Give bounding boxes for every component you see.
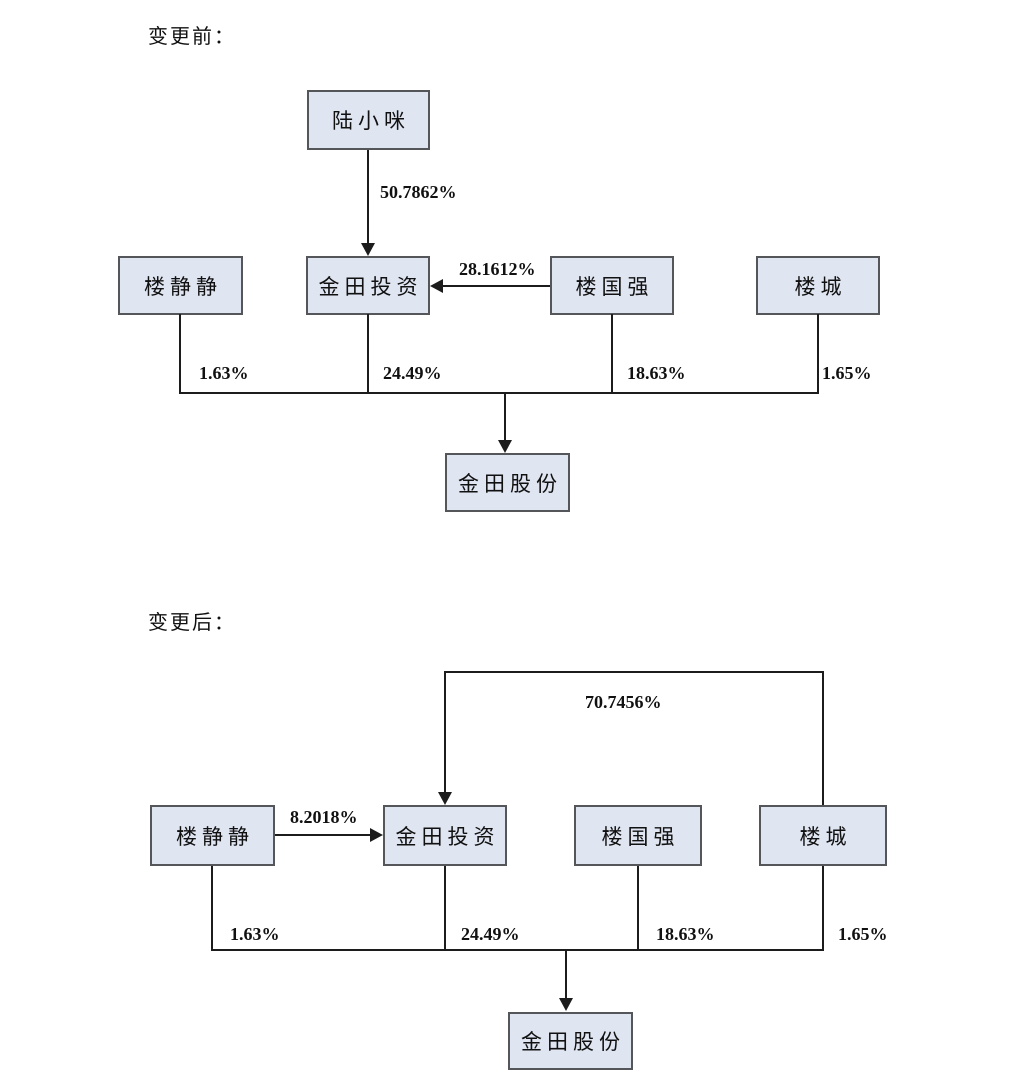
label-guoqiang-to-investment: 28.1612% bbox=[459, 259, 536, 279]
edge-jingjing-drop-line-after bbox=[211, 866, 213, 950]
node-jintian-shares-after: 金田股份 bbox=[508, 1012, 633, 1070]
arrow-down-icon bbox=[361, 243, 375, 256]
edge-bus-to-shares-line-after bbox=[565, 951, 567, 998]
after-section-label: 变更后： bbox=[148, 612, 236, 634]
label-cheng-share-after: 1.65% bbox=[838, 924, 888, 944]
before-section-label: 变更前： bbox=[148, 26, 236, 48]
label-jingjing-to-investment: 8.2018% bbox=[290, 807, 358, 827]
label-investment-share-after: 24.49% bbox=[461, 924, 520, 944]
label-jingjing-share: 1.63% bbox=[199, 363, 249, 383]
edge-guoqiang-to-investment-line bbox=[443, 285, 550, 287]
arrow-down-icon bbox=[438, 792, 452, 805]
arrow-right-icon bbox=[370, 828, 383, 842]
edge-cheng-drop-line-after bbox=[822, 866, 824, 950]
label-guoqiang-share: 18.63% bbox=[627, 363, 686, 383]
node-jintian-investment: 金田投资 bbox=[306, 256, 430, 315]
edge-guoqiang-drop-line bbox=[611, 314, 613, 392]
label-lu-to-investment: 50.7862% bbox=[380, 182, 457, 202]
edge-lu-to-investment-line bbox=[367, 150, 369, 243]
edge-investment-drop-line bbox=[367, 314, 369, 392]
node-lou-guoqiang-after: 楼国强 bbox=[574, 805, 702, 866]
shareholder-bus-line-after bbox=[211, 949, 824, 951]
edge-cheng-to-investment-right-line bbox=[822, 673, 824, 805]
edge-cheng-to-investment-left-line bbox=[444, 673, 446, 792]
label-jingjing-share-after: 1.63% bbox=[230, 924, 280, 944]
node-lou-jingjing: 楼静静 bbox=[118, 256, 243, 315]
node-jintian-investment-after: 金田投资 bbox=[383, 805, 507, 866]
edge-bus-to-shares-line bbox=[504, 394, 506, 440]
label-cheng-share: 1.65% bbox=[822, 363, 872, 383]
label-investment-share: 24.49% bbox=[383, 363, 442, 383]
node-lou-jingjing-after: 楼静静 bbox=[150, 805, 275, 866]
edge-cheng-drop-line bbox=[817, 314, 819, 392]
arrow-down-icon bbox=[559, 998, 573, 1011]
edge-guoqiang-drop-line-after bbox=[637, 866, 639, 950]
node-lou-guoqiang: 楼国强 bbox=[550, 256, 674, 315]
label-guoqiang-share-after: 18.63% bbox=[656, 924, 715, 944]
shareholder-bus-line bbox=[179, 392, 819, 394]
edge-jingjing-drop-line bbox=[179, 314, 181, 392]
node-lu-xiaomi: 陆小咪 bbox=[307, 90, 430, 150]
edge-investment-drop-line-after bbox=[444, 866, 446, 950]
arrow-down-icon bbox=[498, 440, 512, 453]
node-lou-cheng: 楼城 bbox=[756, 256, 880, 315]
edge-cheng-to-investment-top-line bbox=[444, 671, 824, 673]
edge-jingjing-to-investment-line bbox=[275, 834, 371, 836]
label-cheng-to-investment: 70.7456% bbox=[585, 692, 662, 712]
node-lou-cheng-after: 楼城 bbox=[759, 805, 887, 866]
node-jintian-shares: 金田股份 bbox=[445, 453, 570, 512]
arrow-left-icon bbox=[430, 279, 443, 293]
